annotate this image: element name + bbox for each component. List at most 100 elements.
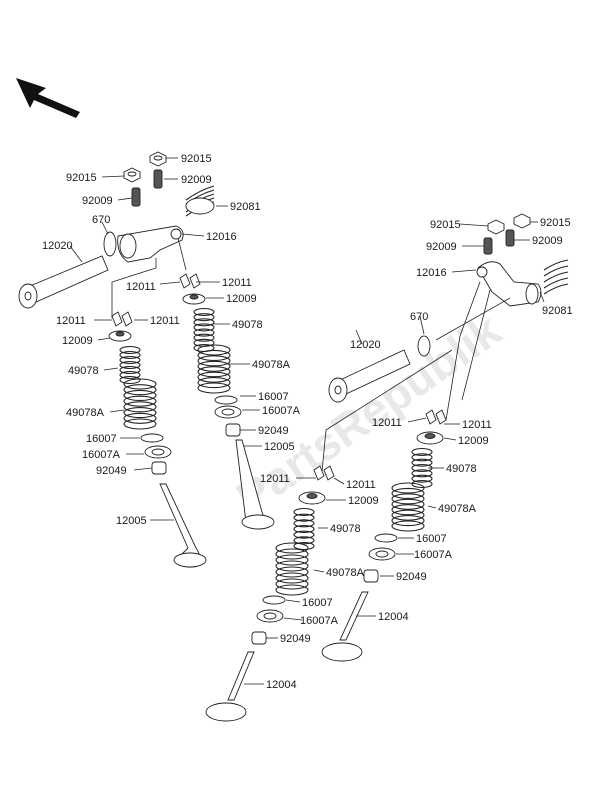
rocker-spring-icon (185, 185, 215, 217)
exhaust-valve-icon (159, 483, 207, 568)
spring-coil (193, 328, 215, 337)
adjusting-screw-icon (483, 229, 515, 255)
spring-coil (275, 554, 309, 566)
part-label: 16007 (302, 597, 333, 609)
part-label: 16007 (258, 391, 289, 403)
part-label: 12011 (126, 281, 156, 293)
spring-coil (123, 384, 157, 396)
spring-coil (275, 560, 309, 572)
valve-cotter-icon (313, 465, 335, 481)
part-label: 16007A (262, 405, 301, 417)
valve-cotter-icon (111, 311, 133, 327)
part-label: 16007A (414, 549, 453, 561)
valve-cotter-icon (425, 409, 447, 425)
spring-coil (411, 458, 433, 467)
intake-valve-icon (205, 651, 255, 722)
spring-coil (193, 313, 215, 322)
part-label: 12016 (206, 231, 237, 243)
spring-coil (293, 524, 315, 534)
spring-coil (411, 447, 433, 457)
part-label: 16007A (82, 449, 121, 461)
part-label: 12009 (226, 293, 257, 305)
part-label: 12011 (260, 473, 290, 485)
part-label: 12011 (222, 277, 252, 289)
part-label: 92009 (181, 174, 212, 186)
rocker-arm-icon (476, 261, 542, 307)
spring-coil (119, 350, 141, 360)
part-label: 92015 (66, 172, 97, 184)
part-label: 670 (410, 311, 428, 323)
spring-coil (275, 542, 309, 554)
spring-coil (119, 360, 141, 370)
valve-cotter-icon (179, 273, 201, 289)
part-label: 12011 (372, 417, 402, 429)
spring-coil (411, 453, 433, 462)
part-label: 49078 (232, 319, 263, 331)
spring-coil (411, 469, 433, 478)
spring-coil (293, 536, 315, 545)
part-label: 16007 (86, 433, 117, 445)
spring-coil (123, 418, 157, 430)
part-label: 49078 (330, 523, 361, 535)
spring-coil (293, 513, 315, 522)
part-label: 12020 (42, 240, 73, 252)
spring-coil (197, 344, 231, 356)
valve-seal-icon (363, 569, 379, 583)
spring-coil (391, 493, 425, 505)
nut-92015-icon (123, 167, 141, 183)
inner-valve-spring-icon (411, 447, 433, 489)
part-label: 12011 (150, 315, 180, 327)
part-label: 92049 (280, 633, 311, 645)
part-label: 12016 (416, 267, 447, 279)
spring-seat-icon (256, 595, 286, 623)
spring-coil (197, 349, 231, 361)
spring-coil (293, 530, 315, 539)
spring-coil (193, 323, 215, 332)
outer-valve-spring-icon (391, 482, 425, 532)
spring-coil (275, 566, 309, 578)
part-label: 12011 (462, 419, 492, 431)
part-label: 92015 (540, 217, 571, 229)
spring-coil (391, 515, 425, 527)
spring-coil (119, 370, 141, 380)
inner-valve-spring-icon (293, 507, 315, 551)
outer-valve-spring-icon (275, 542, 309, 596)
outer-valve-spring-icon (197, 344, 231, 394)
spring-coil (275, 548, 309, 560)
spring-coil (123, 395, 157, 407)
part-label: 92009 (532, 235, 563, 247)
inner-valve-spring-icon (193, 307, 215, 353)
inner-valve-spring-icon (119, 345, 141, 385)
part-label: 92009 (82, 195, 113, 207)
rocker-shaft-icon (328, 349, 411, 403)
exhaust-valve-icon (235, 439, 275, 530)
o-ring-icon (417, 335, 431, 357)
intake-valve-icon (321, 591, 369, 662)
spring-coil (193, 318, 215, 327)
spring-coil (197, 371, 231, 383)
part-number-labels: 92015 92015 92009 92009 92081 670 12020 … (42, 153, 573, 691)
spring-coil (193, 307, 215, 317)
part-label: 12009 (348, 495, 379, 507)
part-label: 92081 (542, 305, 573, 317)
spring-coil (197, 366, 231, 378)
part-label: 12009 (458, 435, 489, 447)
spring-coil (123, 389, 157, 401)
spring-coil (119, 355, 141, 365)
outer-valve-spring-icon (123, 378, 157, 430)
part-label: 49078A (252, 359, 291, 371)
part-label: 92081 (230, 201, 261, 213)
spring-coil (275, 572, 309, 584)
part-label: 12009 (62, 335, 93, 347)
spring-coil (293, 541, 315, 551)
front-direction-arrow-icon (16, 78, 80, 118)
rocker-spring-icon (543, 259, 569, 295)
spring-seat-icon (368, 533, 398, 561)
part-label: 92009 (426, 241, 457, 253)
part-label: 12004 (266, 679, 297, 691)
adjusting-screw-icon (131, 169, 163, 207)
nut-92015-icon (487, 213, 531, 235)
spring-coil (119, 375, 141, 385)
spring-coil (123, 407, 157, 419)
